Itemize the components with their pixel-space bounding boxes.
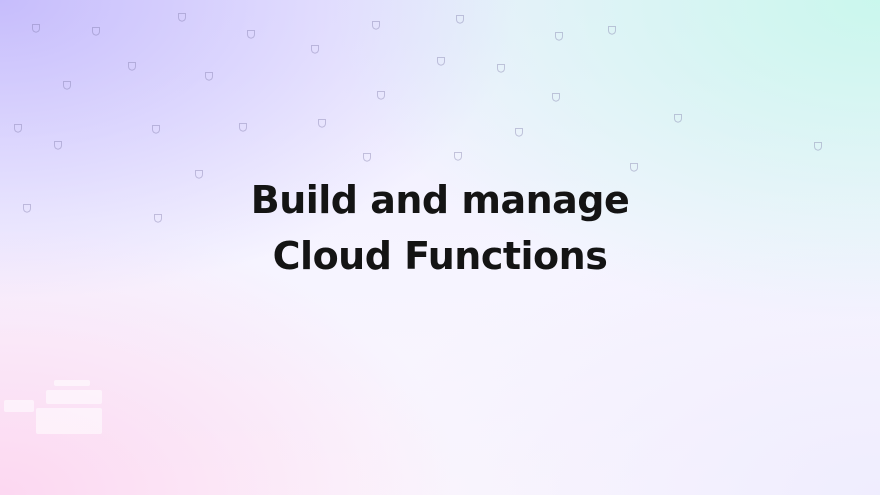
cloud-function-icon [456,15,464,24]
cloud-function-icon [311,45,319,54]
cloud-function-icon [674,114,682,123]
cloud-function-icon [152,125,160,134]
cloud-function-icon [814,142,822,151]
cloud-function-icon [555,32,563,41]
cloud-function-icon [128,62,136,71]
cloud-function-icon [63,81,71,90]
cloud-function-icon [239,123,247,132]
cloud-function-icon [552,93,560,102]
cloud-function-icon [437,57,445,66]
cloud-function-icon [318,119,326,128]
cloud-function-icon [630,163,638,172]
cloud-function-icon [14,124,22,133]
cloud-function-icon [497,64,505,73]
cloud-function-icon [247,30,255,39]
cloud-function-icon [363,153,371,162]
headline-line-2: Cloud Functions [272,234,608,278]
faded-decoration [0,378,110,438]
cloud-function-icon [178,13,186,22]
cloud-function-icon [515,128,523,137]
cloud-function-icon [92,27,100,36]
cloud-function-icon [54,141,62,150]
headline: Build and manage Cloud Functions [0,172,880,284]
cloud-function-icon [205,72,213,81]
cloud-function-icon [454,152,462,161]
cloud-function-icon [372,21,380,30]
headline-line-1: Build and manage [250,178,630,222]
cloud-function-icon [608,26,616,35]
cloud-function-icon [32,24,40,33]
cloud-function-icon [377,91,385,100]
